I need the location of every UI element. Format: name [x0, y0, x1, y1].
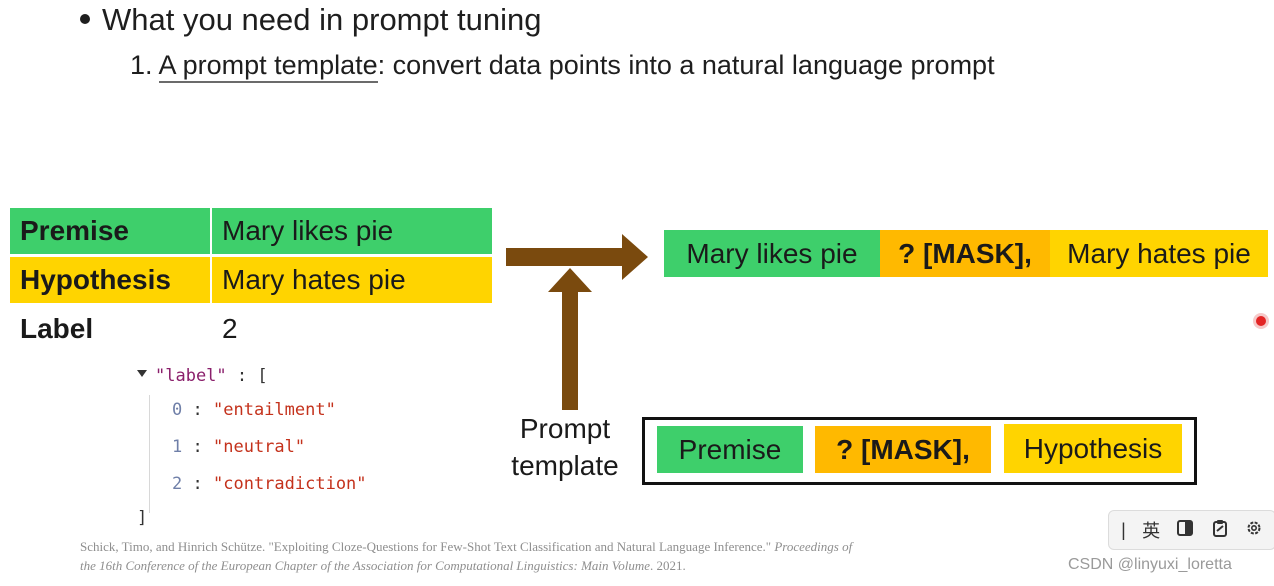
json-item: 2 : "contradiction"	[172, 474, 367, 494]
numbered-item: 1. A prompt template: convert data point…	[130, 50, 995, 83]
half-width-icon[interactable]	[1176, 519, 1194, 542]
item-description: : convert data points into a natural lan…	[377, 50, 995, 80]
json-index: 0	[172, 400, 183, 420]
template-segment-hypothesis: Hypothesis	[1004, 424, 1182, 473]
json-item: 1 : "neutral"	[172, 437, 305, 457]
template-segment-mask: ? [MASK],	[815, 426, 991, 473]
json-value: "neutral"	[213, 437, 306, 457]
json-open-bracket: [	[257, 366, 268, 386]
citation-year: . 2021.	[650, 558, 686, 573]
json-index: 1	[172, 437, 183, 457]
table-cell-hypothesis-label: Hypothesis	[10, 257, 210, 303]
template-segment-premise: Premise	[657, 426, 803, 473]
prompt-template-label: Prompt template	[495, 410, 635, 484]
json-close-bracket-line: ]	[137, 508, 147, 528]
json-colon: :	[192, 400, 203, 420]
output-segment-mask: ? [MASK],	[880, 230, 1050, 277]
json-value: "entailment"	[213, 400, 336, 420]
json-label-key-line: "label" : [	[137, 366, 268, 386]
json-indent-guide	[149, 395, 150, 513]
right-arrow-icon	[506, 234, 648, 280]
json-index: 2	[172, 474, 183, 494]
item-number: 1.	[130, 50, 153, 80]
watermark: CSDN @linyuxi_loretta	[1068, 556, 1232, 573]
prompt-label-line1: Prompt	[519, 413, 611, 444]
citation-venue: Proceedings of the 16th Conference of th…	[80, 539, 853, 573]
gear-icon[interactable]	[1245, 519, 1263, 542]
json-colon: :	[192, 437, 203, 457]
table-cell-label-label: Label	[20, 313, 94, 344]
table-cell-hypothesis-value: Mary hates pie	[212, 257, 492, 303]
prompt-label-line2: template	[511, 450, 619, 481]
bullet-heading: What you need in prompt tuning	[80, 2, 541, 38]
bullet-dot	[80, 13, 90, 24]
template-frame	[642, 417, 1197, 485]
table-cell-label-value: 2	[222, 313, 238, 344]
collapse-triangle-icon[interactable]	[137, 369, 147, 377]
json-value: "contradiction"	[213, 474, 367, 494]
bullet-text: What you need in prompt tuning	[102, 2, 542, 37]
citation: Schick, Timo, and Hinrich Schütze. "Expl…	[80, 537, 870, 575]
ime-toolbar[interactable]: | 英	[1108, 510, 1274, 550]
ime-language-toggle[interactable]: 英	[1142, 521, 1161, 541]
citation-authors-title: Schick, Timo, and Hinrich Schütze. "Expl…	[80, 539, 775, 554]
json-colon: :	[192, 474, 203, 494]
table-cell-premise-value: Mary likes pie	[212, 208, 492, 254]
json-item: 0 : "entailment"	[172, 400, 336, 420]
output-segment-premise: Mary likes pie	[664, 230, 880, 277]
clipboard-icon[interactable]	[1211, 519, 1229, 542]
ime-cursor: |	[1121, 519, 1126, 540]
output-segment-hypothesis: Mary hates pie	[1050, 230, 1268, 277]
json-colon: :	[236, 366, 248, 386]
item-term: A prompt template	[158, 50, 378, 83]
json-key: "label"	[155, 366, 227, 386]
table-cell-premise-label: Premise	[10, 208, 210, 254]
json-close-bracket: ]	[137, 508, 148, 528]
record-indicator-icon	[1256, 316, 1266, 326]
arrows-graphic	[506, 234, 648, 410]
up-arrow-icon	[548, 268, 592, 410]
